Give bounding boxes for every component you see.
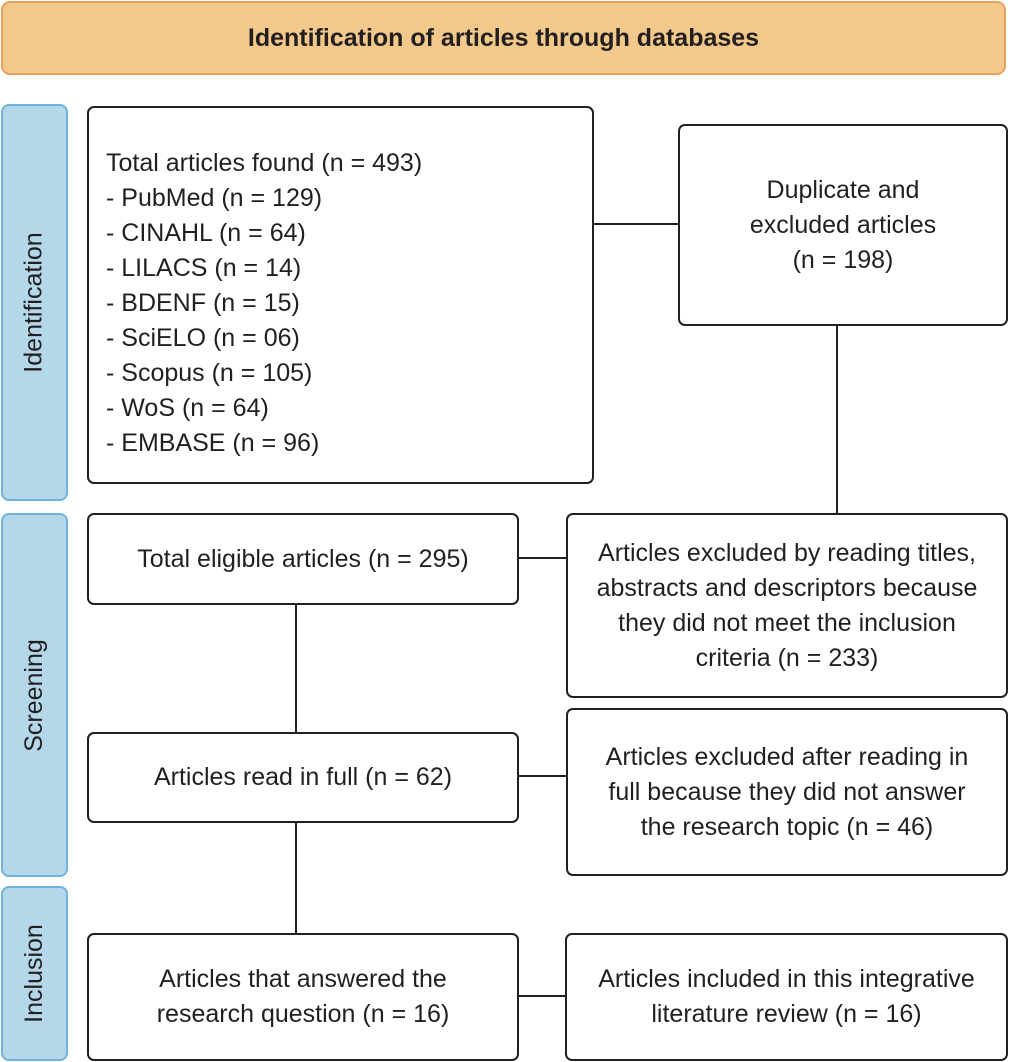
phase-identification-label: Identification xyxy=(20,232,48,373)
duplicates-line: (n = 198) xyxy=(792,245,894,274)
total-found-title: Total articles found (n = 493) xyxy=(106,149,423,177)
connector-readfull-answered xyxy=(295,821,297,934)
connector-found-duplicates xyxy=(593,223,680,225)
phase-inclusion: Inclusion xyxy=(1,886,68,1061)
box-read-in-full: Articles read in full (n = 62) xyxy=(87,732,519,823)
read-full-text: Articles read in full (n = 62) xyxy=(153,763,453,791)
database-item: - WoS (n = 64) xyxy=(106,394,269,422)
excluded-titles-line: criteria (n = 233) xyxy=(695,643,879,672)
excluded-full-line: the research topic (n = 46) xyxy=(640,812,934,841)
database-item: - CINAHL (n = 64) xyxy=(106,219,306,247)
header-title: Identification of articles through datab… xyxy=(247,23,760,52)
box-duplicate-excluded: Duplicate and excluded articles (n = 198… xyxy=(678,124,1008,326)
excluded-titles-line: they did not meet the inclusion xyxy=(618,608,956,637)
database-item: - PubMed (n = 129) xyxy=(106,184,323,212)
answered-line: research question (n = 16) xyxy=(156,1000,450,1028)
connector-readfull-excluded xyxy=(517,775,568,777)
excluded-titles-line: Articles excluded by reading titles, xyxy=(598,538,976,567)
diagram-header: Identification of articles through datab… xyxy=(1,1,1006,75)
duplicates-line: excluded articles xyxy=(749,210,937,239)
phase-screening-label: Screening xyxy=(20,638,49,752)
database-item: - LILACS (n = 14) xyxy=(106,254,302,282)
included-line: Articles included in this integrative xyxy=(598,965,975,993)
connector-eligible-excluded xyxy=(517,557,568,559)
box-excluded-titles: Articles excluded by reading titles, abs… xyxy=(566,513,1008,698)
box-total-articles-found: Total articles found (n = 493) - PubMed … xyxy=(87,106,594,484)
excluded-full-line: Articles excluded after reading in xyxy=(605,742,969,771)
included-line: literature review (n = 16) xyxy=(651,1000,922,1028)
box-answered-question: Articles that answered the research ques… xyxy=(87,933,519,1061)
excluded-full-line: full because they did not answer xyxy=(608,777,966,806)
box-total-eligible: Total eligible articles (n = 295) xyxy=(87,513,519,605)
phase-screening: Screening xyxy=(1,513,68,877)
answered-line: Articles that answered the xyxy=(159,965,447,993)
connector-duplicates-excluded xyxy=(836,324,838,514)
connector-eligible-readfull xyxy=(295,603,297,733)
eligible-text: Total eligible articles (n = 295) xyxy=(137,544,469,573)
excluded-titles-line: abstracts and descriptors because xyxy=(596,573,978,602)
database-item: - Scopus (n = 105) xyxy=(106,359,313,387)
duplicates-line: Duplicate and xyxy=(766,175,920,204)
phase-identification: Identification xyxy=(1,104,68,501)
box-included-review: Articles included in this integrative li… xyxy=(565,933,1008,1061)
database-item: - SciELO (n = 06) xyxy=(106,324,300,352)
box-excluded-full: Articles excluded after reading in full … xyxy=(566,708,1008,876)
phase-inclusion-label: Inclusion xyxy=(20,924,49,1023)
database-item: - EMBASE (n = 96) xyxy=(106,429,320,457)
connector-answered-included xyxy=(517,995,567,997)
database-item: - BDENF (n = 15) xyxy=(106,289,300,317)
